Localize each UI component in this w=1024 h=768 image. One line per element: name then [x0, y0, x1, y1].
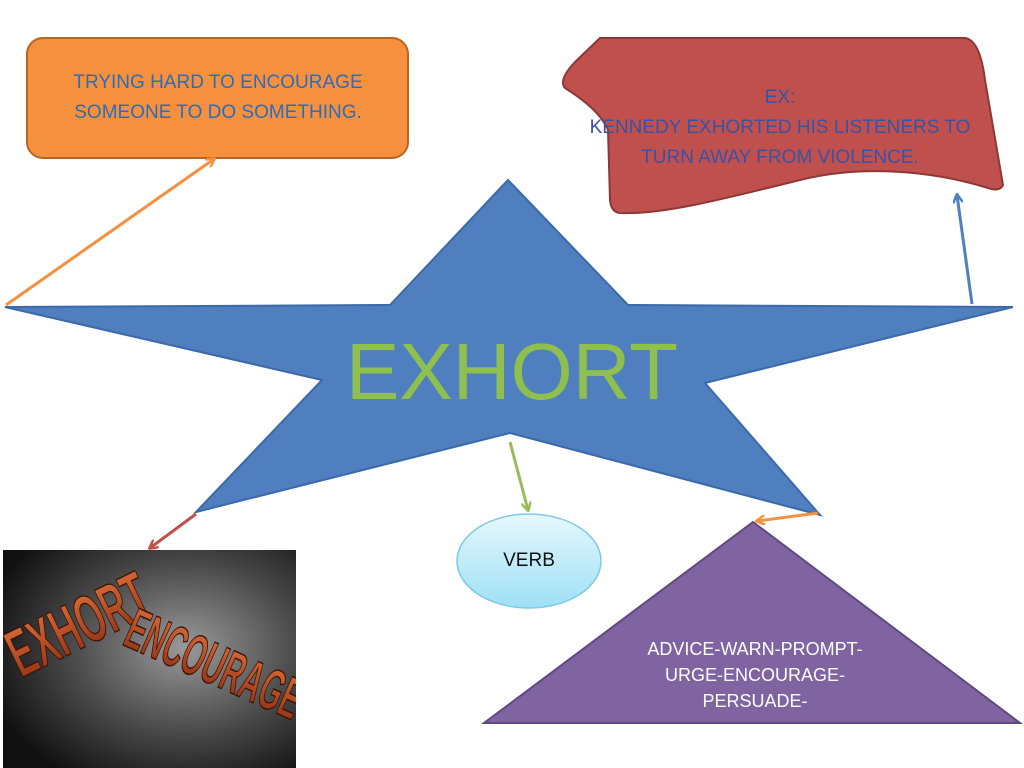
- arrow-to-verb: [508, 441, 528, 510]
- word-art-picture: EXHORT ENCOURAGE: [3, 550, 296, 768]
- arrow-to-picture: [150, 512, 197, 548]
- arrow-to-synonyms: [757, 511, 819, 521]
- example-text: EX: KENNEDY EXHORTED HIS LISTENERS TO TU…: [589, 87, 971, 168]
- arrow-to-example: [957, 195, 974, 305]
- part-of-speech-oval: [456, 513, 602, 609]
- example-box: [562, 37, 1005, 215]
- main-word-title: EXHORT: [346, 327, 678, 416]
- definition-text: TRYING HARD TO ENCOURAGE SOMEONE TO DO S…: [73, 72, 363, 123]
- synonyms-triangle: [480, 520, 1023, 724]
- arrow-to-definition: [5, 159, 214, 307]
- definition-box: [26, 37, 409, 159]
- part-of-speech-text: VERB: [503, 550, 555, 571]
- synonyms-text: ADVICE-WARN-PROMPT- URGE-ENCOURAGE- PERS…: [647, 639, 863, 711]
- central-star-shape: [4, 178, 1014, 517]
